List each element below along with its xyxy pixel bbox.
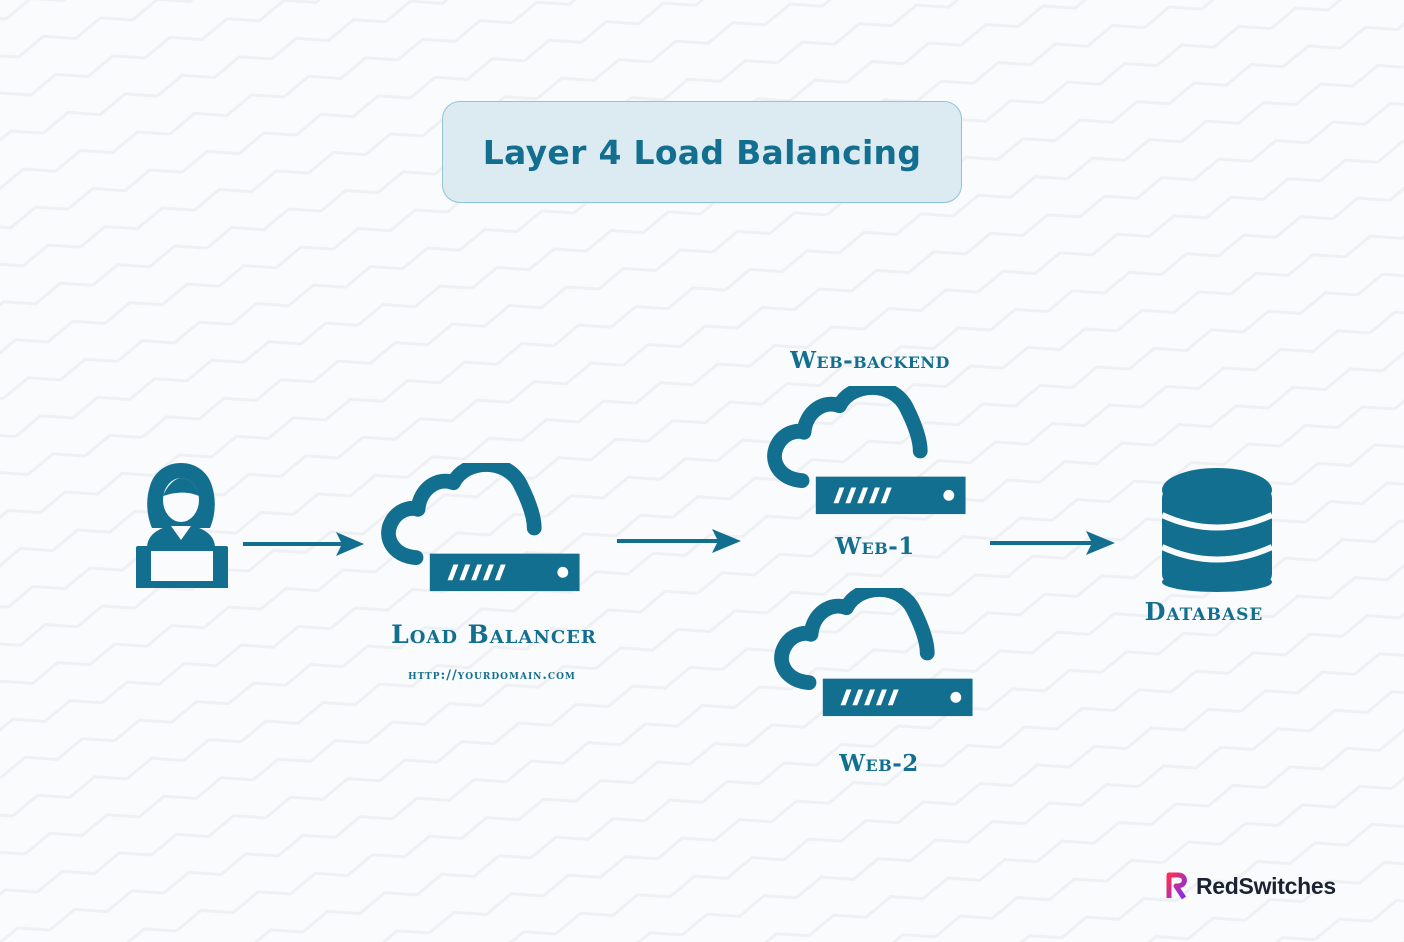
arrow-user-to-lb — [243, 532, 364, 556]
load-balancer-icon — [389, 464, 580, 591]
user-at-laptop-icon — [136, 463, 228, 588]
arrow-lb-to-backend — [617, 529, 741, 553]
arrow-backend-to-db — [990, 531, 1115, 555]
web-backend-label: Web-backend — [790, 347, 950, 374]
brand-logo: RedSwitches — [1166, 872, 1336, 900]
web1-label: Web-1 — [835, 533, 915, 560]
redswitches-logo-icon — [1166, 872, 1187, 900]
load-balancer-label: Load Balancer — [391, 620, 597, 649]
web2-label: Web-2 — [839, 750, 919, 777]
database-icon — [1160, 468, 1274, 592]
title-box: Layer 4 Load Balancing — [442, 101, 962, 203]
web1-server-icon — [775, 387, 966, 514]
database-label: Database — [1144, 597, 1264, 626]
load-balancer-url: http://yourdomain.com — [408, 668, 576, 683]
diagram-title: Layer 4 Load Balancing — [482, 132, 922, 172]
brand-name: RedSwitches — [1196, 872, 1336, 899]
web2-server-icon — [782, 589, 973, 716]
